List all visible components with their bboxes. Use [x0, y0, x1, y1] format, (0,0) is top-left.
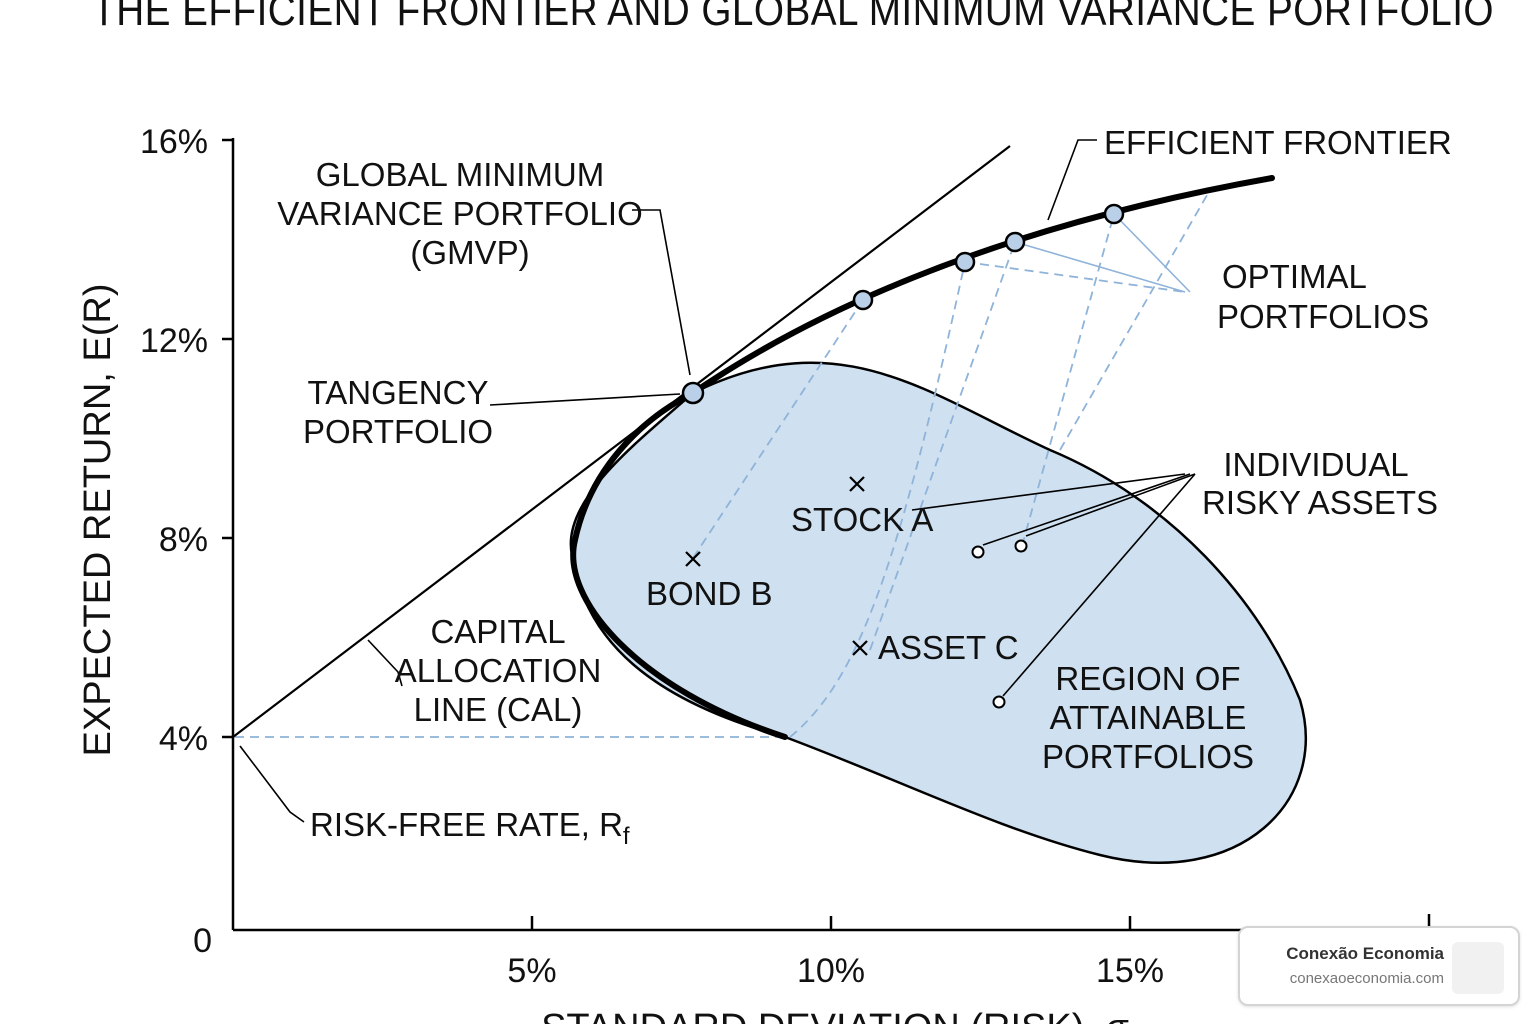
dashed-guides: [235, 189, 1211, 738]
individual-label-line: INDIVIDUAL: [1223, 446, 1408, 483]
cal-label-line: LINE (CAL): [414, 691, 583, 728]
capital-allocation-line: [232, 145, 1011, 738]
region-label-line: PORTFOLIOS: [1042, 738, 1254, 775]
stock-a-label: STOCK A: [791, 501, 933, 538]
badge-site-url: conexaoeconomia.com: [1289, 970, 1444, 987]
efficient-frontier-label: EFFICIENT FRONTIER: [1104, 124, 1452, 161]
source-badge[interactable]: Conexão Economia conexaoeconomia.com: [1238, 926, 1520, 1006]
site-logo-icon: [1452, 942, 1504, 994]
optimal-portfolio-points: [852, 203, 1125, 311]
individual-risky-assets-label: INDIVIDUAL RISKY ASSETS: [1202, 446, 1438, 521]
cal-label-line: CAPITAL: [430, 613, 565, 650]
stock-a-marker: [849, 476, 865, 492]
x-tick-label: 15%: [1096, 952, 1164, 990]
optimal-portfolio-point: [852, 289, 874, 311]
y-axis-title: EXPECTED RETURN, E(R): [77, 284, 119, 757]
optimal-label-line: OPTIMAL: [1222, 258, 1367, 295]
optimal-portfolio-point: [954, 251, 976, 273]
optimal-portfolios-label: OPTIMAL PORTFOLIOS: [1217, 258, 1429, 335]
asset-c-label: ASSET C: [878, 629, 1019, 666]
x-axis-title: STANDARD DEVIATION (RISK), σ: [541, 1007, 1129, 1024]
y-tick-label: 16%: [140, 123, 208, 161]
y-tick-label: 0: [193, 922, 212, 960]
y-tick-label: 8%: [159, 521, 208, 559]
y-tick-label: 12%: [140, 322, 208, 360]
asset-c-marker: [852, 640, 868, 656]
risk-free-rate-label: RISK-FREE RATE, Rf: [310, 806, 630, 850]
tangency-label-line: PORTFOLIO: [303, 413, 493, 450]
axes: [222, 138, 1431, 932]
asset-markers: [685, 476, 868, 656]
cal-label: CAPITAL ALLOCATION LINE (CAL): [395, 613, 602, 728]
x-tick-label: 5%: [507, 952, 556, 990]
risky-asset-points: [971, 539, 1028, 709]
x-tick-label: 10%: [797, 952, 865, 990]
attainable-region: [569, 361, 1307, 864]
risk-free-rate-text: RISK-FREE RATE, R: [310, 806, 623, 843]
efficient-frontier-curve: [570, 175, 1275, 740]
bond-b-label: BOND B: [646, 575, 773, 612]
gmvp-label-line: (GMVP): [410, 234, 529, 271]
region-label-line: REGION OF: [1055, 660, 1240, 697]
optimal-label-line: PORTFOLIOS: [1217, 298, 1429, 335]
region-label: REGION OF ATTAINABLE PORTFOLIOS: [1042, 660, 1254, 775]
gmvp-label-line: GLOBAL MINIMUM: [316, 156, 604, 193]
y-tick-labels: 0 4% 8% 12% 16%: [140, 123, 212, 960]
risky-asset-point: [992, 695, 1006, 709]
x-tick-labels: 5% 10% 15%: [507, 952, 1164, 990]
badge-site-name: Conexão Economia: [1286, 944, 1444, 963]
leader-lines: [239, 139, 1196, 823]
bond-b-marker: [685, 551, 701, 567]
optimal-portfolio-point: [1103, 203, 1125, 225]
risky-asset-point: [1014, 539, 1028, 553]
tangency-portfolio-point: [681, 381, 705, 405]
gmvp-label: GLOBAL MINIMUM VARIANCE PORTFOLIO (GMVP): [277, 156, 643, 271]
optimal-portfolio-point: [1004, 231, 1026, 253]
risk-free-rate-subscript: f: [623, 823, 630, 850]
tangency-portfolio-label: TANGENCY PORTFOLIO: [303, 374, 493, 450]
cal-label-line: ALLOCATION: [395, 652, 602, 689]
region-label-line: ATTAINABLE: [1050, 699, 1247, 736]
optimal-leader-lines: [1014, 213, 1191, 293]
gmvp-label-line: VARIANCE PORTFOLIO: [277, 195, 643, 232]
risky-asset-point: [971, 545, 985, 559]
individual-label-line: RISKY ASSETS: [1202, 484, 1438, 521]
chart-title: THE EFFICIENT FRONTIER AND GLOBAL MINIMU…: [92, 0, 1494, 35]
y-tick-label: 4%: [159, 720, 208, 758]
tangency-label-line: TANGENCY: [308, 374, 489, 411]
